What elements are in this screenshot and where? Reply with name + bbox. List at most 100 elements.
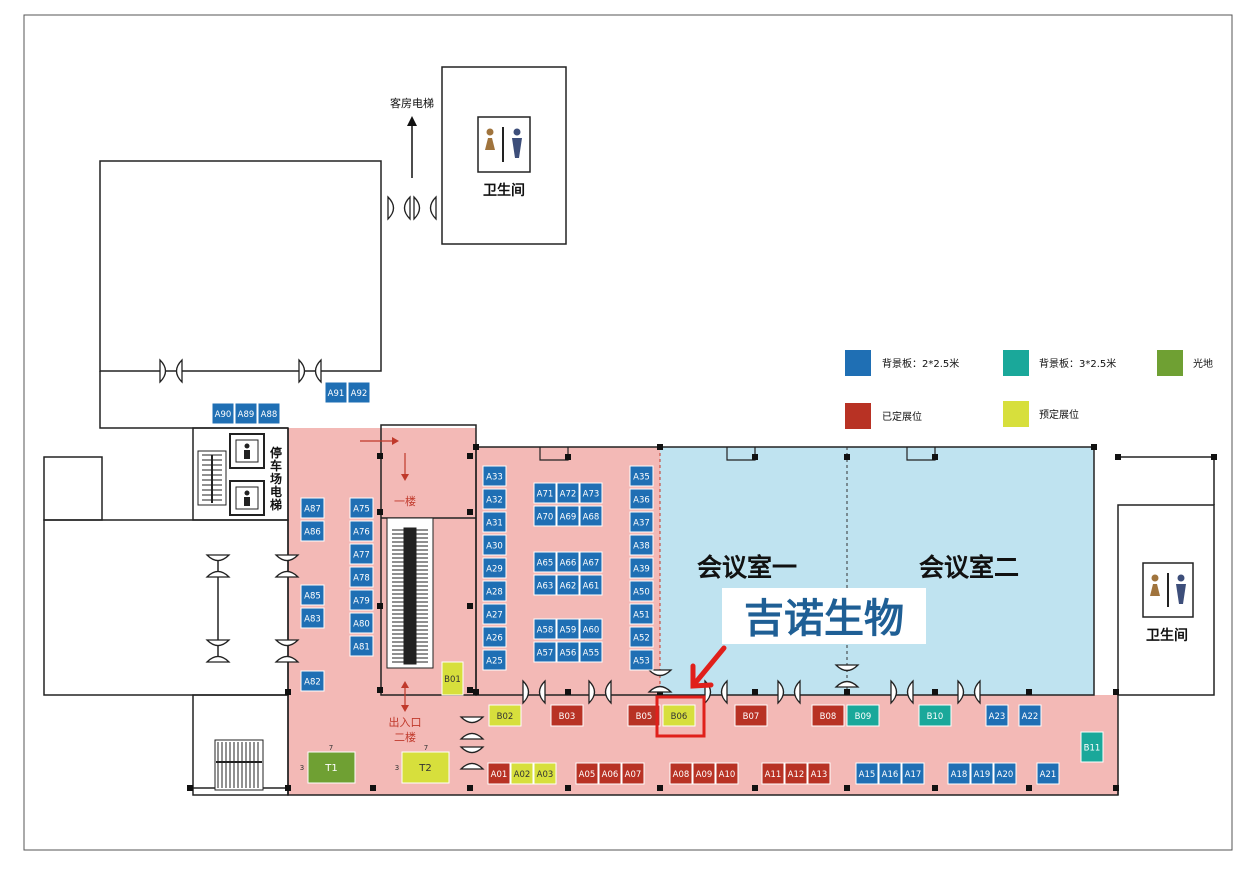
booth-a87[interactable]: A87	[300, 497, 325, 519]
booth-a33[interactable]: A33	[482, 465, 507, 487]
booth-shape[interactable]	[855, 762, 879, 785]
booth-a68[interactable]: A68	[579, 505, 603, 527]
booth-a72[interactable]: A72	[556, 482, 580, 504]
booth-a36[interactable]: A36	[629, 488, 654, 510]
booth-shape[interactable]	[482, 603, 507, 625]
booth-a52[interactable]: A52	[629, 626, 654, 648]
booth-a60[interactable]: A60	[579, 618, 603, 640]
booth-shape[interactable]	[533, 505, 557, 527]
booth-a58[interactable]: A58	[533, 618, 557, 640]
booth-shape[interactable]	[556, 551, 580, 573]
booth-a67[interactable]: A67	[579, 551, 603, 573]
booth-shape[interactable]	[629, 580, 654, 602]
booth-a66[interactable]: A66	[556, 551, 580, 573]
booth-a88[interactable]: A88	[257, 402, 281, 425]
booth-shape[interactable]	[401, 751, 450, 784]
booth-a23[interactable]: A23	[985, 704, 1009, 727]
booth-shape[interactable]	[307, 751, 356, 784]
booth-shape[interactable]	[300, 584, 325, 606]
booth-b07[interactable]: B07	[734, 704, 768, 727]
booth-a22[interactable]: A22	[1018, 704, 1042, 727]
booth-a13[interactable]: A13	[807, 762, 831, 785]
booth-a63[interactable]: A63	[533, 574, 557, 596]
booth-t1[interactable]: T1	[307, 751, 356, 784]
booth-shape[interactable]	[300, 607, 325, 629]
booth-a11[interactable]: A11	[761, 762, 785, 785]
booth-shape[interactable]	[533, 551, 557, 573]
booth-shape[interactable]	[621, 762, 645, 785]
booth-shape[interactable]	[441, 661, 464, 696]
booth-shape[interactable]	[807, 762, 831, 785]
booth-b01[interactable]: B01	[441, 661, 464, 696]
booth-a31[interactable]: A31	[482, 511, 507, 533]
booth-a16[interactable]: A16	[878, 762, 902, 785]
booth-shape[interactable]	[846, 704, 880, 727]
booth-shape[interactable]	[482, 580, 507, 602]
booth-shape[interactable]	[629, 488, 654, 510]
booth-shape[interactable]	[300, 520, 325, 542]
booth-a82[interactable]: A82	[300, 670, 325, 692]
booth-a91[interactable]: A91	[324, 381, 348, 404]
booth-shape[interactable]	[533, 482, 557, 504]
booth-a55[interactable]: A55	[579, 641, 603, 663]
booth-shape[interactable]	[692, 762, 716, 785]
booth-shape[interactable]	[629, 534, 654, 556]
booth-a79[interactable]: A79	[349, 589, 374, 611]
booth-shape[interactable]	[533, 618, 557, 640]
booth-shape[interactable]	[482, 649, 507, 671]
booth-a76[interactable]: A76	[349, 520, 374, 542]
booth-shape[interactable]	[556, 641, 580, 663]
booth-shape[interactable]	[1018, 704, 1042, 727]
booth-a20[interactable]: A20	[993, 762, 1017, 785]
booth-shape[interactable]	[784, 762, 808, 785]
booth-b06[interactable]: B06	[662, 704, 696, 727]
booth-a77[interactable]: A77	[349, 543, 374, 565]
booth-shape[interactable]	[575, 762, 599, 785]
booth-shape[interactable]	[349, 566, 374, 588]
booth-shape[interactable]	[211, 402, 235, 425]
booth-shape[interactable]	[901, 762, 925, 785]
booth-a65[interactable]: A65	[533, 551, 557, 573]
booth-shape[interactable]	[629, 465, 654, 487]
booth-shape[interactable]	[482, 534, 507, 556]
booth-a07[interactable]: A07	[621, 762, 645, 785]
booth-a30[interactable]: A30	[482, 534, 507, 556]
booth-shape[interactable]	[761, 762, 785, 785]
booth-shape[interactable]	[669, 762, 693, 785]
booth-a32[interactable]: A32	[482, 488, 507, 510]
booth-a56[interactable]: A56	[556, 641, 580, 663]
booth-shape[interactable]	[482, 511, 507, 533]
booth-b10[interactable]: B10	[918, 704, 952, 727]
booth-a80[interactable]: A80	[349, 612, 374, 634]
booth-b11[interactable]: B11	[1080, 731, 1104, 763]
booth-shape[interactable]	[985, 704, 1009, 727]
booth-a51[interactable]: A51	[629, 603, 654, 625]
booth-a78[interactable]: A78	[349, 566, 374, 588]
booth-a21[interactable]: A21	[1036, 762, 1060, 785]
booth-shape[interactable]	[629, 557, 654, 579]
booth-shape[interactable]	[556, 482, 580, 504]
booth-shape[interactable]	[487, 762, 511, 785]
booth-a69[interactable]: A69	[556, 505, 580, 527]
booth-shape[interactable]	[300, 497, 325, 519]
booth-shape[interactable]	[482, 626, 507, 648]
booth-a75[interactable]: A75	[349, 497, 374, 519]
booth-shape[interactable]	[993, 762, 1017, 785]
booth-shape[interactable]	[533, 574, 557, 596]
booth-shape[interactable]	[482, 557, 507, 579]
booth-a15[interactable]: A15	[855, 762, 879, 785]
booth-a73[interactable]: A73	[579, 482, 603, 504]
booth-a05[interactable]: A05	[575, 762, 599, 785]
booth-b09[interactable]: B09	[846, 704, 880, 727]
booth-a12[interactable]: A12	[784, 762, 808, 785]
booth-b08[interactable]: B08	[811, 704, 845, 727]
booth-shape[interactable]	[1080, 731, 1104, 763]
booth-a83[interactable]: A83	[300, 607, 325, 629]
booth-a57[interactable]: A57	[533, 641, 557, 663]
booth-shape[interactable]	[349, 589, 374, 611]
booth-a18[interactable]: A18	[947, 762, 971, 785]
booth-shape[interactable]	[550, 704, 584, 727]
booth-shape[interactable]	[482, 465, 507, 487]
booth-a50[interactable]: A50	[629, 580, 654, 602]
booth-shape[interactable]	[533, 762, 557, 785]
